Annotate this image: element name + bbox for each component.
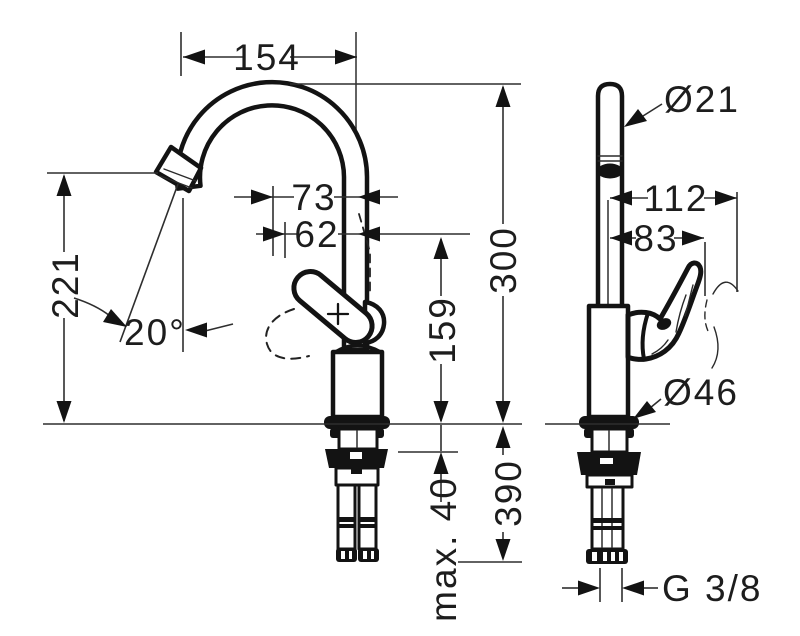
handle-shade-line [651, 339, 669, 355]
connector-detail [351, 468, 362, 474]
front-view [153, 32, 390, 562]
dim-angle-label: 20° [124, 312, 186, 353]
dim-83-label: 83 [633, 218, 678, 259]
dim-112-label: 112 [644, 178, 709, 219]
spout-tube-side [595, 81, 625, 311]
dim-154: 154 [180, 32, 357, 78]
base-escutcheon-front [324, 416, 390, 429]
faucet-body-front [330, 349, 385, 420]
dim-62-label: 62 [294, 214, 339, 255]
dim-max40: max. 40 [423, 425, 464, 622]
dim-73: 73 [234, 177, 398, 256]
dim-dia21: Ø21 [624, 79, 740, 127]
lever-handle [291, 269, 375, 345]
dim-221-label: 221 [45, 251, 86, 319]
dim-112: 112 [610, 178, 738, 292]
dim-dia46-label: Ø46 [663, 372, 739, 413]
dim-390: 390 [488, 426, 529, 561]
aerator-tip [153, 144, 204, 194]
angle-slanted-line [119, 183, 179, 343]
aerator-ring-line [163, 168, 197, 182]
dim-dia46: Ø46 [633, 372, 739, 419]
swing-guide-dashed [704, 299, 709, 332]
dim-300: 300 [483, 85, 524, 423]
dim-83: 83 [610, 218, 706, 296]
nut-slot [600, 458, 613, 464]
connector-detail [605, 479, 615, 485]
aerator-ring-line [159, 175, 193, 189]
dimension-annotations: 154 73 62 221 [43, 32, 763, 622]
handle-raised-dashed [358, 213, 371, 293]
dim-dia21-label: Ø21 [664, 79, 740, 120]
lever-handle-side [625, 260, 704, 362]
nut-slot [350, 452, 362, 459]
dim-thread-label: G 3/8 [662, 568, 763, 609]
dim-154-label: 154 [233, 37, 301, 78]
handle-swing-dashed [265, 308, 310, 360]
faucet-body-side [586, 303, 631, 420]
dim-159-label: 159 [422, 296, 463, 364]
handle-shade-line [684, 284, 694, 317]
base-escutcheon-side [579, 416, 639, 429]
mounting-shank-front [337, 427, 379, 451]
handle-shade-line [675, 294, 687, 333]
dim-thread-g38: G 3/8 [562, 568, 763, 609]
aerator-band-side [597, 163, 623, 179]
dim-390-label: 390 [488, 459, 529, 527]
swing-guide-arc [712, 281, 739, 295]
dim-62: 62 [256, 214, 470, 258]
dim-angle-20: 20° [73, 183, 234, 353]
dim-300-label: 300 [483, 226, 524, 294]
plus-mark [326, 302, 350, 326]
handle-dot [656, 318, 672, 330]
handle-joint-line [640, 311, 650, 361]
dim-73-label: 73 [291, 177, 336, 218]
dim-159: 159 [422, 237, 463, 423]
dim-221: 221 [45, 174, 86, 423]
supply-hoses-front [336, 483, 379, 562]
dim-max40-label: max. 40 [423, 476, 464, 622]
supply-hoses-side [586, 485, 628, 564]
swing-guide-arc [711, 326, 719, 369]
side-view [577, 81, 739, 564]
